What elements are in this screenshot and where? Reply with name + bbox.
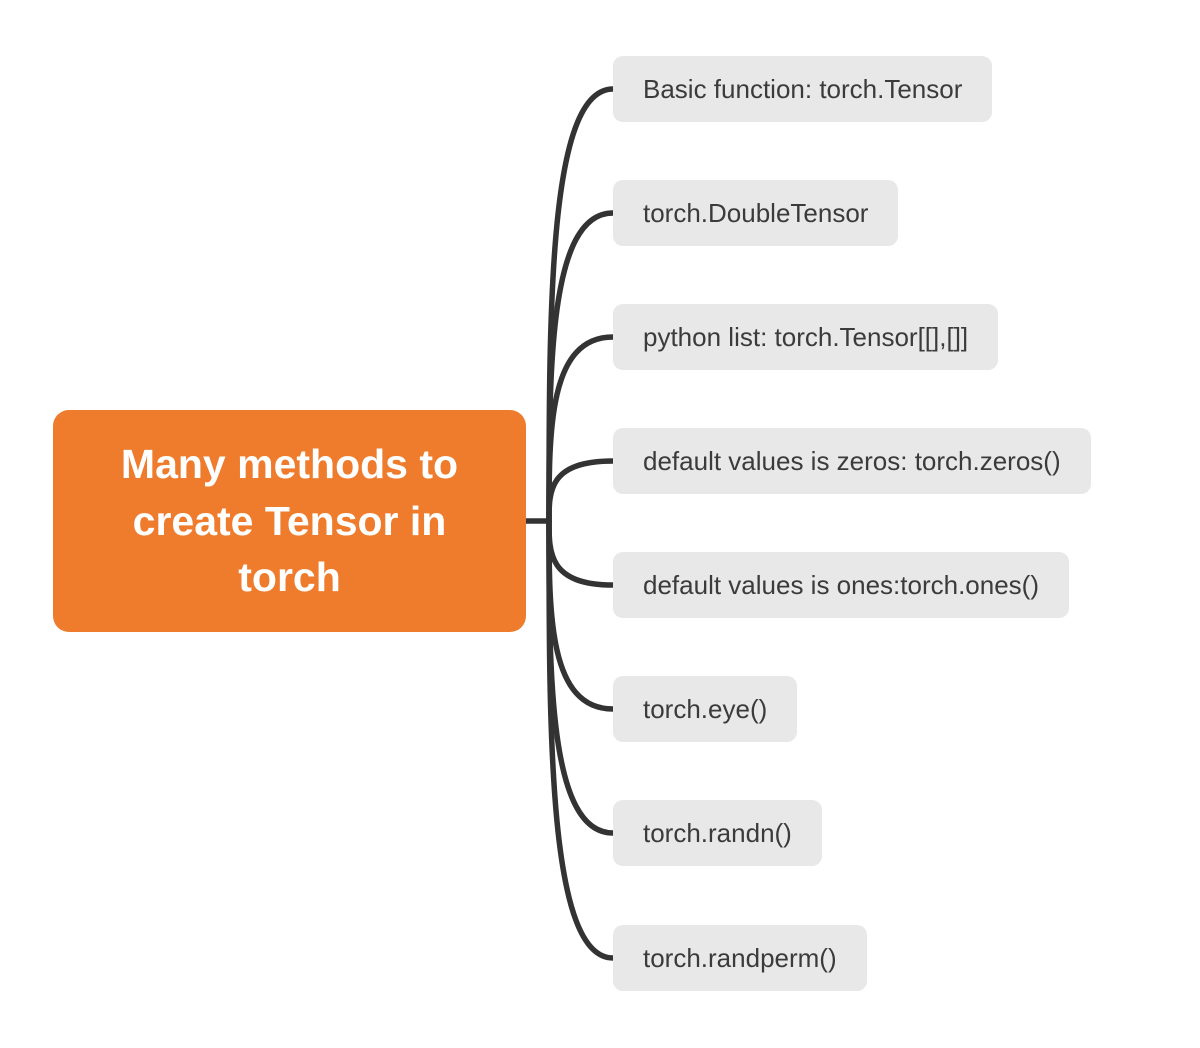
child-node-doubletensor[interactable]: torch.DoubleTensor xyxy=(613,180,899,246)
child-node-python-list[interactable]: python list: torch.Tensor[[],[]] xyxy=(613,304,999,370)
child-node-randperm[interactable]: torch.randperm() xyxy=(613,925,867,991)
child-node-ones[interactable]: default values is ones:torch.ones() xyxy=(613,552,1069,618)
child-node-zeros[interactable]: default values is zeros: torch.zeros() xyxy=(613,428,1091,494)
child-node-eye[interactable]: torch.eye() xyxy=(613,676,798,742)
root-node[interactable]: Many methods to create Tensor in torch xyxy=(53,410,526,632)
child-node-basic-function[interactable]: Basic function: torch.Tensor xyxy=(613,56,993,122)
root-node-label: Many methods to create Tensor in torch xyxy=(120,441,459,601)
child-node-randn[interactable]: torch.randn() xyxy=(613,800,822,866)
